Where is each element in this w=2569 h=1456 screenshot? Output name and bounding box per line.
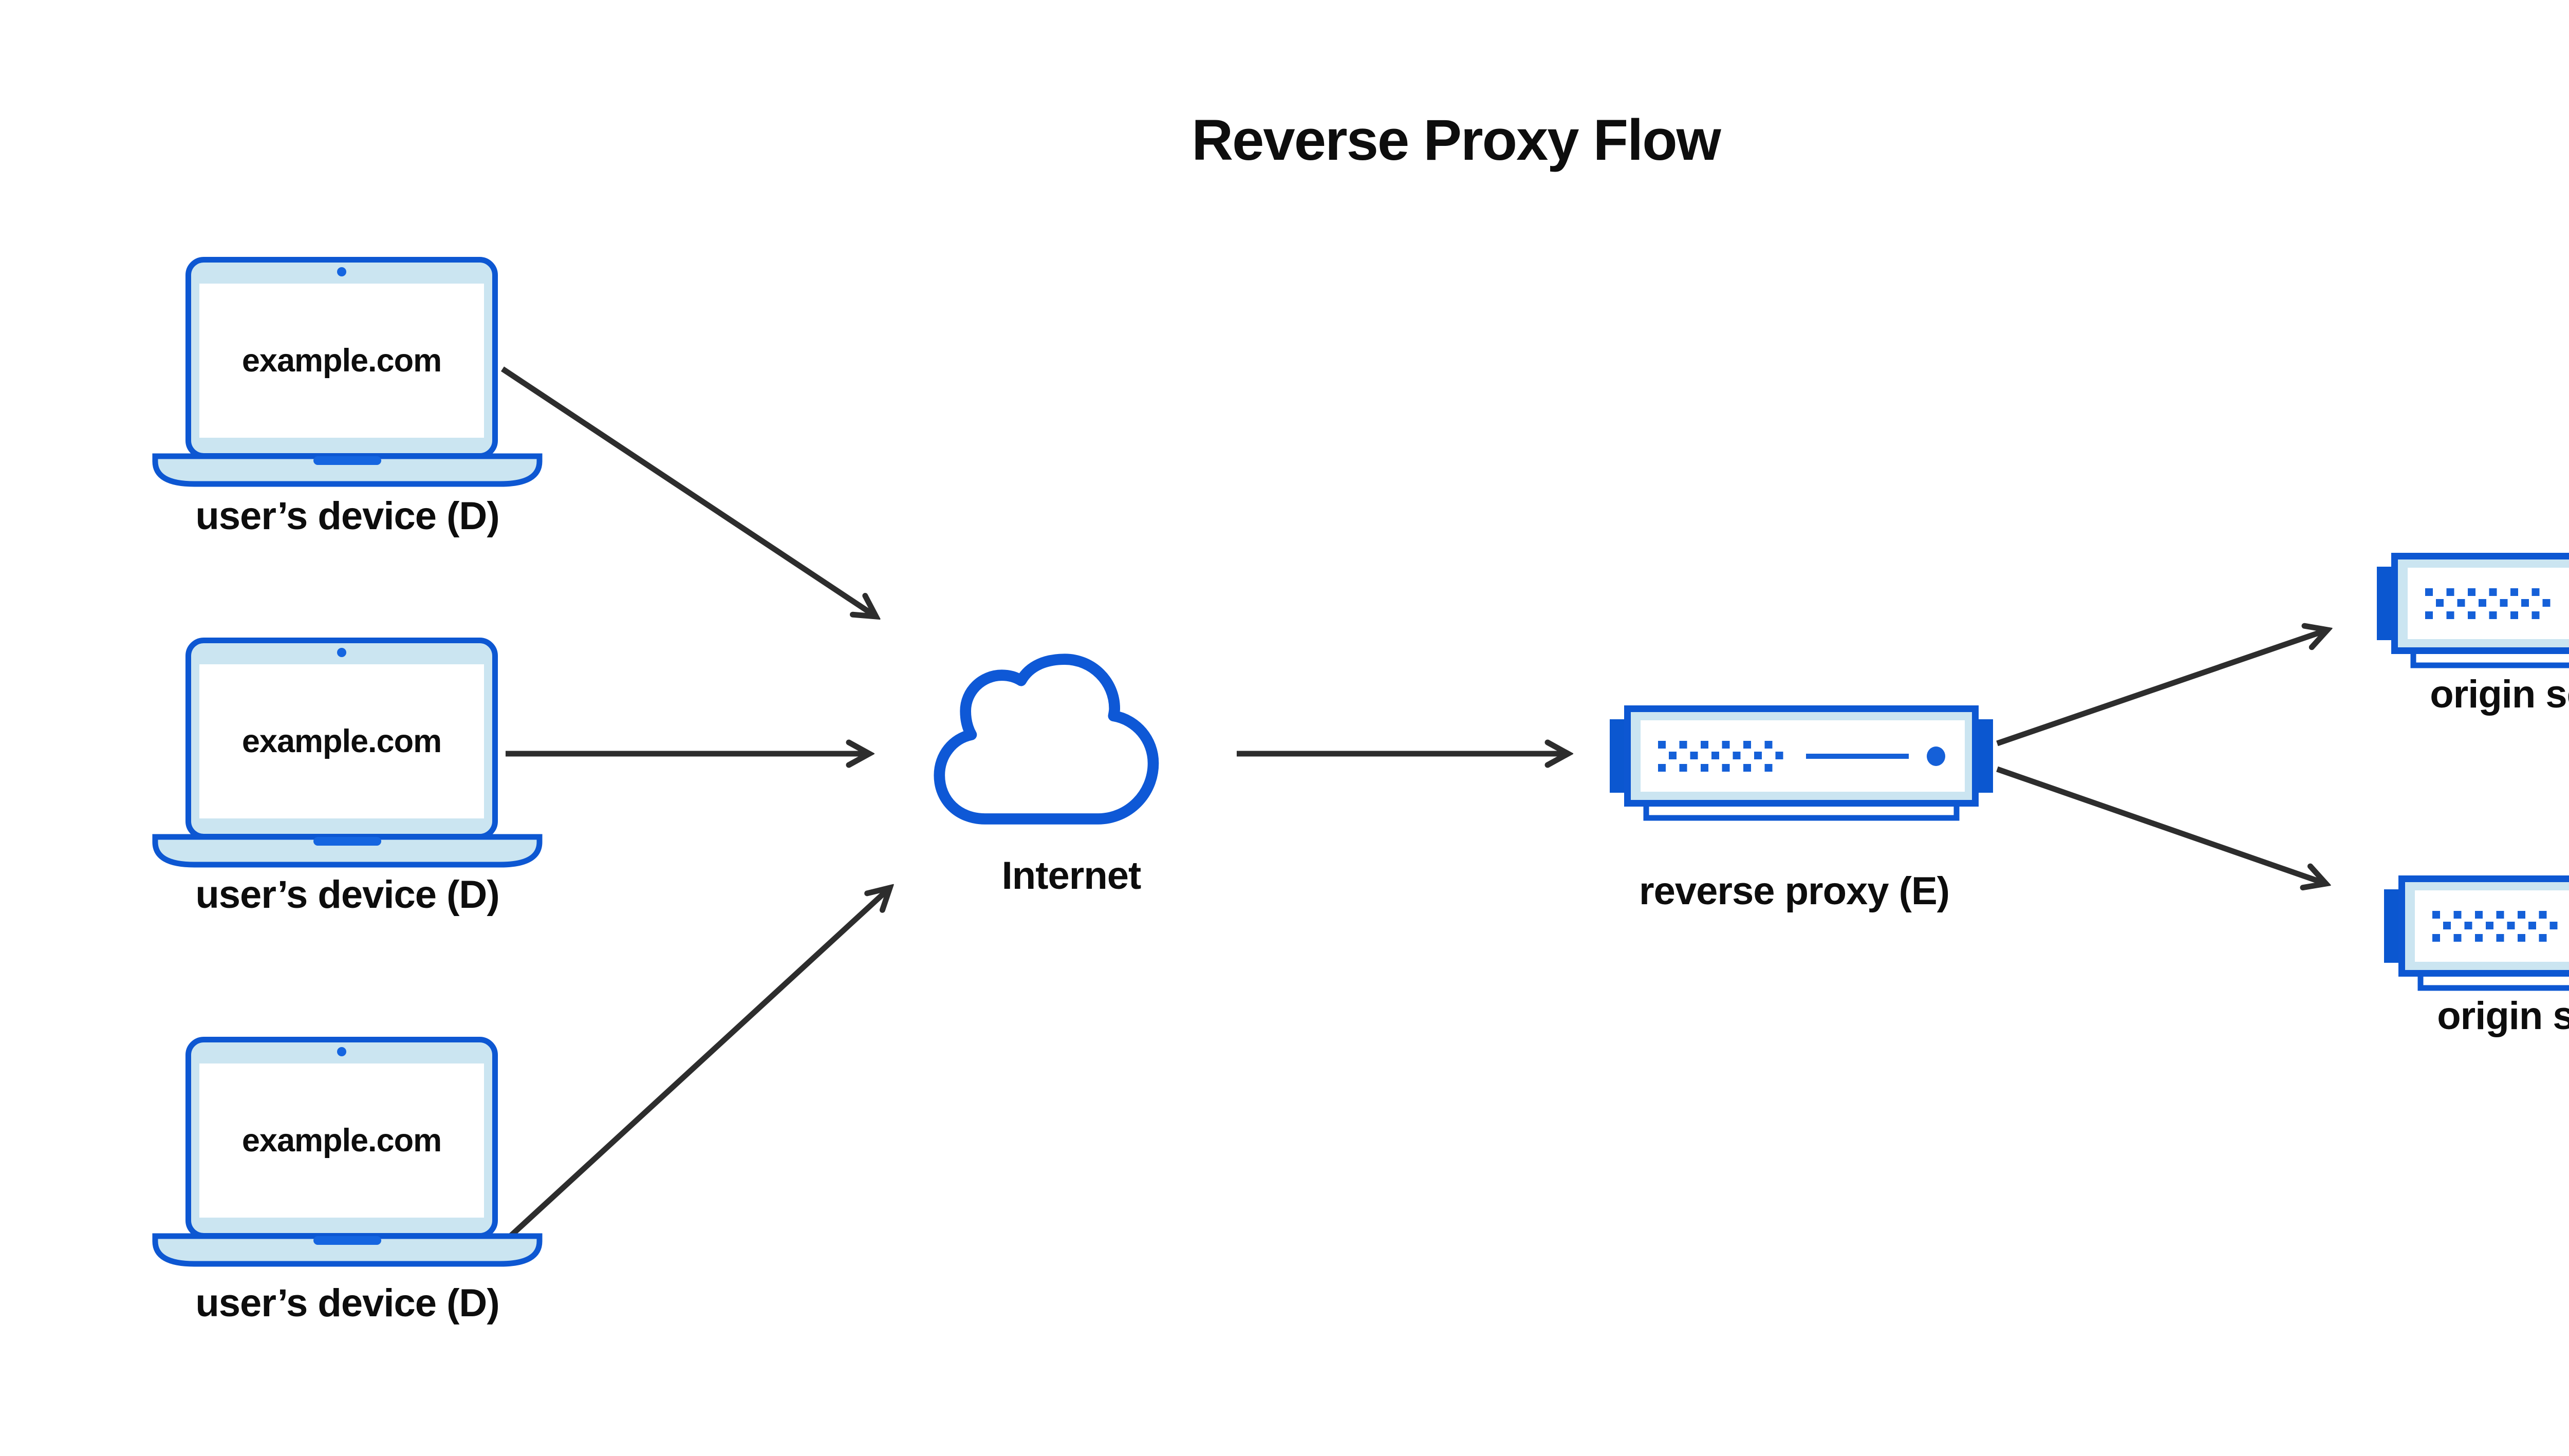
origin-server-2 — [2381, 873, 2569, 996]
arrow-device3-to-internet — [500, 888, 890, 1246]
device-screen-url: example.com — [241, 343, 442, 379]
device-screen-url: example.com — [241, 1123, 442, 1159]
reverse-proxy-label: reverse proxy (E) — [1639, 869, 1950, 913]
internet-label: Internet — [1001, 854, 1142, 898]
user-device-3-label: user’s device (D) — [195, 1281, 499, 1325]
user-device-2-label: user’s device (D) — [195, 873, 499, 917]
server-icon — [2381, 873, 2569, 996]
server-icon — [1607, 703, 1997, 826]
arrow-proxy-to-origin2 — [1996, 766, 2326, 884]
origin-server-1-label: origin server (F) — [2430, 673, 2569, 716]
user-device-1: example.com — [152, 257, 543, 493]
arrow-device1-to-internet — [500, 366, 876, 617]
page-title: Reverse Proxy Flow — [1192, 108, 1721, 172]
device-screen-url: example.com — [241, 723, 442, 759]
user-device-3: example.com — [152, 1037, 543, 1273]
origin-server-1 — [2374, 550, 2569, 674]
arrow-proxy-to-origin1 — [1996, 630, 2328, 746]
server-icon — [2374, 550, 2569, 674]
user-device-2: example.com — [152, 638, 543, 874]
internet-cloud-icon — [934, 654, 1159, 825]
origin-server-2-label: origin server (F) — [2437, 994, 2569, 1038]
user-device-1-label: user’s device (D) — [195, 494, 499, 538]
reverse-proxy — [1607, 703, 1997, 826]
